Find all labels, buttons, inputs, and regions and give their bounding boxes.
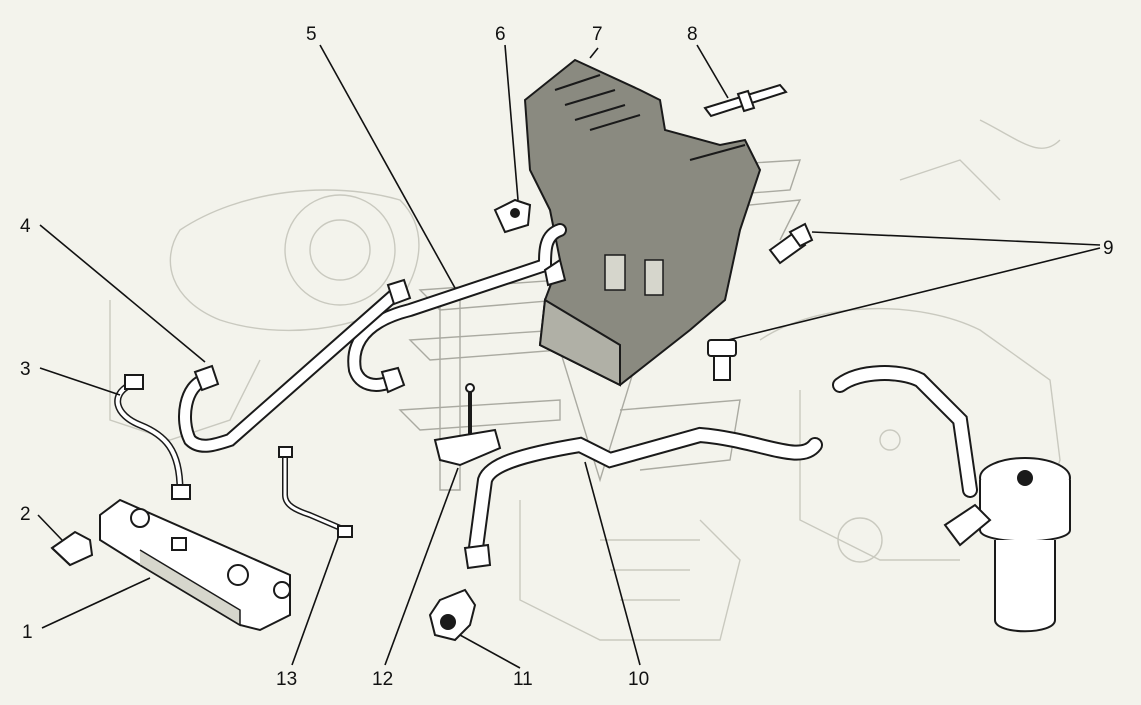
callout-5: 5 xyxy=(306,24,317,45)
bent-tube xyxy=(114,374,191,500)
flexible-hose xyxy=(463,426,823,570)
mounting-bracket xyxy=(523,58,762,387)
callout-labels: 1 2 3 4 5 6 7 8 9 10 11 12 13 xyxy=(20,24,1114,690)
filter-housing xyxy=(832,365,1071,633)
plug-fitting xyxy=(50,530,94,567)
tee-fitting xyxy=(433,383,502,467)
callout-13: 13 xyxy=(276,669,297,690)
bolt-pair xyxy=(707,222,814,381)
callout-7: 7 xyxy=(592,24,603,45)
callout-11: 11 xyxy=(513,669,533,690)
leader-lines xyxy=(37,44,1101,669)
manifold-block xyxy=(99,498,291,632)
callout-2: 2 xyxy=(20,504,31,525)
return-pipe xyxy=(178,278,412,453)
callout-1: 1 xyxy=(22,622,33,643)
background-engine-outline xyxy=(109,119,1061,641)
callout-8: 8 xyxy=(687,24,698,45)
callout-12: 12 xyxy=(372,669,393,690)
stud-bolt xyxy=(703,83,788,118)
long-pipe xyxy=(347,223,567,394)
small-tube xyxy=(278,446,353,538)
callout-4: 4 xyxy=(20,216,31,237)
callout-9: 9 xyxy=(1103,238,1114,259)
callout-10: 10 xyxy=(628,669,649,690)
elbow-union xyxy=(428,588,477,642)
callout-3: 3 xyxy=(20,359,31,380)
elbow-fitting xyxy=(493,198,532,234)
callout-6: 6 xyxy=(495,24,506,45)
